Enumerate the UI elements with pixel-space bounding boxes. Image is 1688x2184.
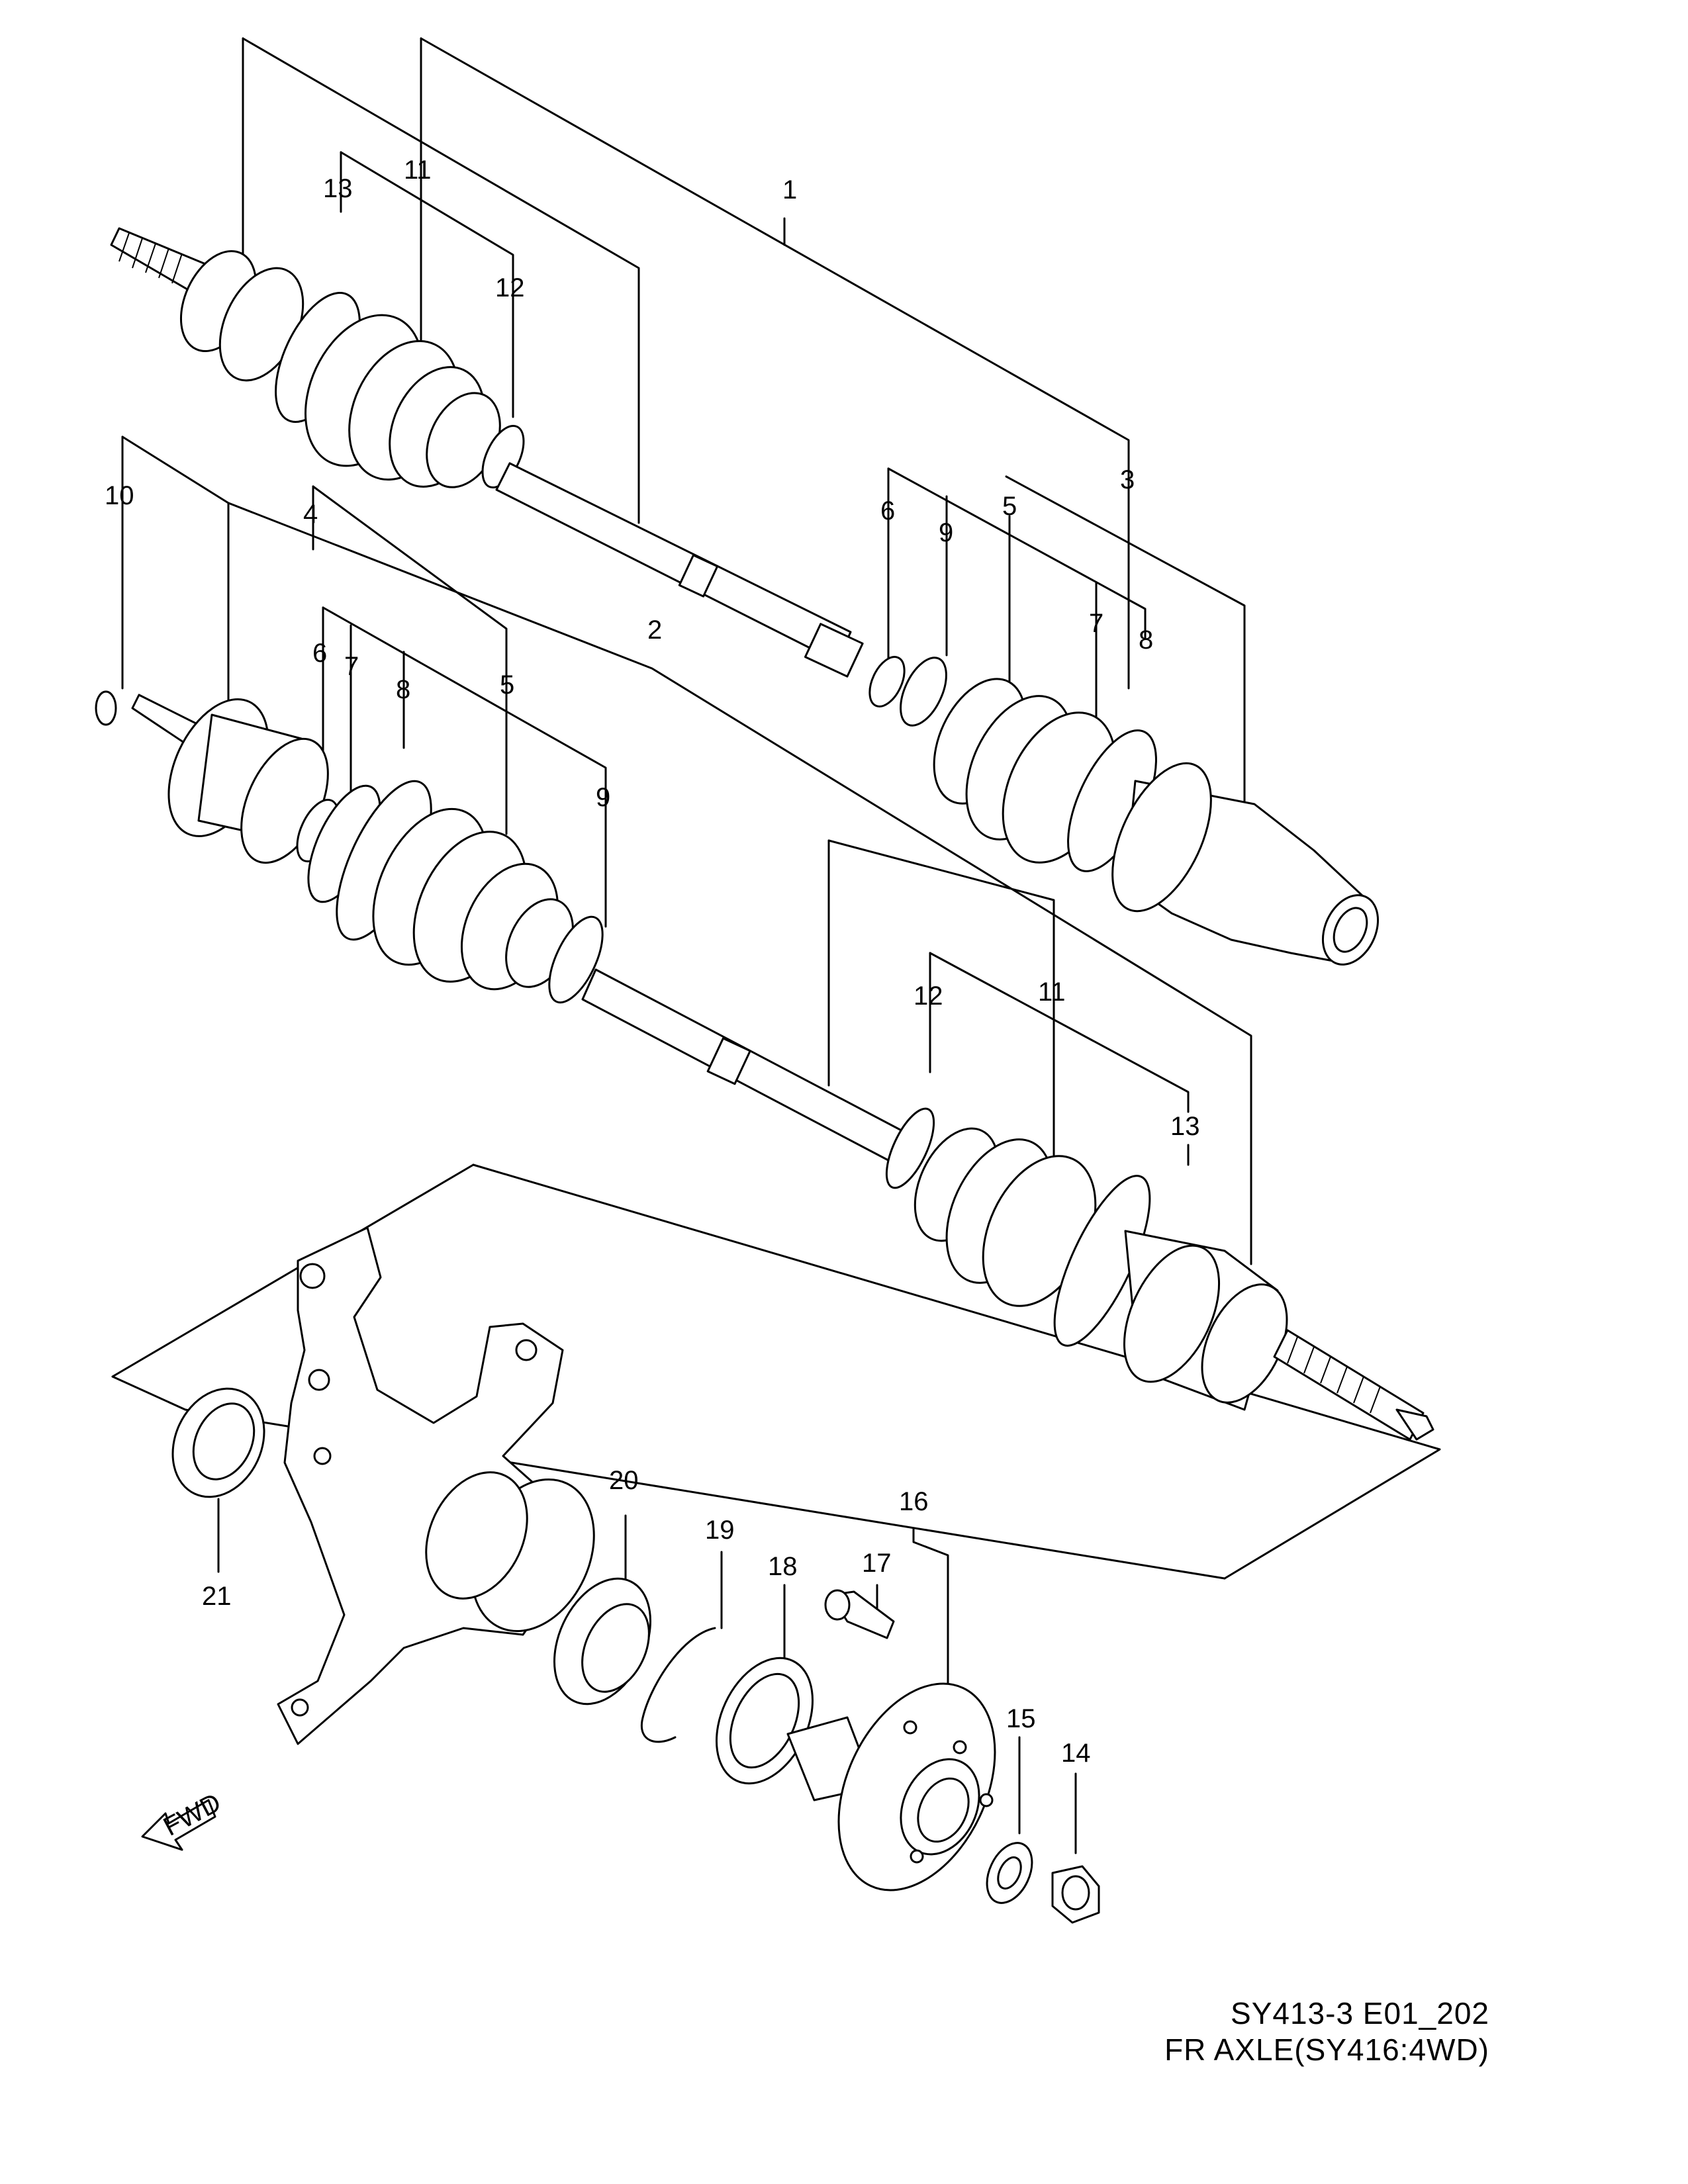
callout-6: 6 (880, 496, 895, 525)
callout-9: 9 (939, 518, 953, 547)
callout-5: 5 (1002, 492, 1017, 521)
callout-16: 16 (899, 1487, 929, 1516)
callout-4: 4 (303, 500, 318, 529)
callout-12b: 12 (914, 981, 943, 1011)
callout-6b: 6 (312, 639, 327, 668)
callout-7b: 7 (344, 652, 359, 681)
callout-5b: 5 (500, 670, 514, 700)
upper-drive-shaft (110, 227, 1380, 966)
callout-20: 20 (609, 1466, 639, 1495)
callout-13: 13 (323, 174, 353, 203)
leader-lines (111, 37, 1441, 1854)
callout-19: 19 (705, 1516, 735, 1545)
callout-12: 12 (495, 273, 525, 302)
callout-labels: 1 2 3 4 5 5 6 6 7 7 8 8 9 9 10 11 11 12 … (105, 156, 1200, 1768)
callout-8: 8 (1139, 625, 1153, 655)
fwd-arrow: FWD (141, 1788, 226, 1851)
callout-21: 21 (202, 1582, 232, 1611)
callout-2: 2 (647, 615, 662, 645)
callout-10: 10 (105, 481, 134, 510)
callout-8b: 8 (396, 675, 410, 704)
callout-3: 3 (1120, 465, 1135, 494)
callout-13b: 13 (1170, 1112, 1200, 1141)
callout-7: 7 (1089, 609, 1103, 638)
callout-9b: 9 (596, 783, 610, 812)
callout-1: 1 (782, 175, 797, 205)
callout-18: 18 (768, 1552, 798, 1581)
lower-drive-shaft (95, 690, 1434, 1441)
fwd-label: FWD (159, 1788, 226, 1842)
callout-11: 11 (404, 156, 432, 185)
diagram-code: SY413-3 E01_202 (1231, 1996, 1489, 2030)
diagram-title: FR AXLE(SY416:4WD) (1164, 2032, 1489, 2067)
callout-11b: 11 (1038, 978, 1066, 1007)
callout-14: 14 (1061, 1739, 1091, 1768)
knuckle-hub-assembly (171, 1226, 1100, 1924)
callout-15: 15 (1006, 1704, 1036, 1733)
callout-17: 17 (862, 1549, 892, 1578)
